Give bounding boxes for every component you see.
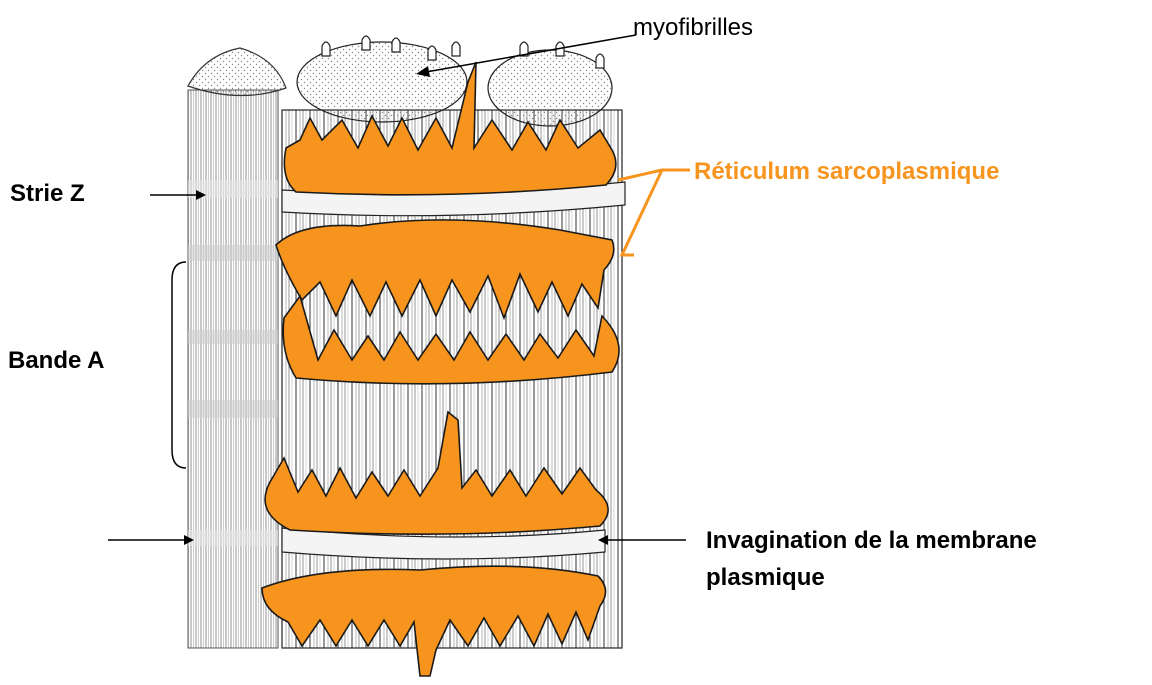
reticulum-sarcoplasmique-label: Réticulum sarcoplasmique bbox=[694, 158, 999, 186]
sarcoplasmic-reticulum bbox=[262, 62, 619, 676]
left-myofibril-column bbox=[188, 48, 286, 648]
invagination-label-line1: Invagination de la membrane bbox=[706, 527, 1037, 555]
myofibrilles-label: myofibrilles bbox=[633, 14, 753, 42]
bande-a-bracket bbox=[172, 262, 186, 468]
bottom-strie-arrow bbox=[108, 535, 194, 545]
strie-z-arrow bbox=[150, 190, 206, 200]
invagination-label-line2: plasmique bbox=[706, 564, 825, 592]
bande-a-label: Bande A bbox=[8, 347, 104, 375]
strie-z-label: Strie Z bbox=[10, 180, 85, 208]
reticulum-pointer bbox=[618, 170, 690, 255]
